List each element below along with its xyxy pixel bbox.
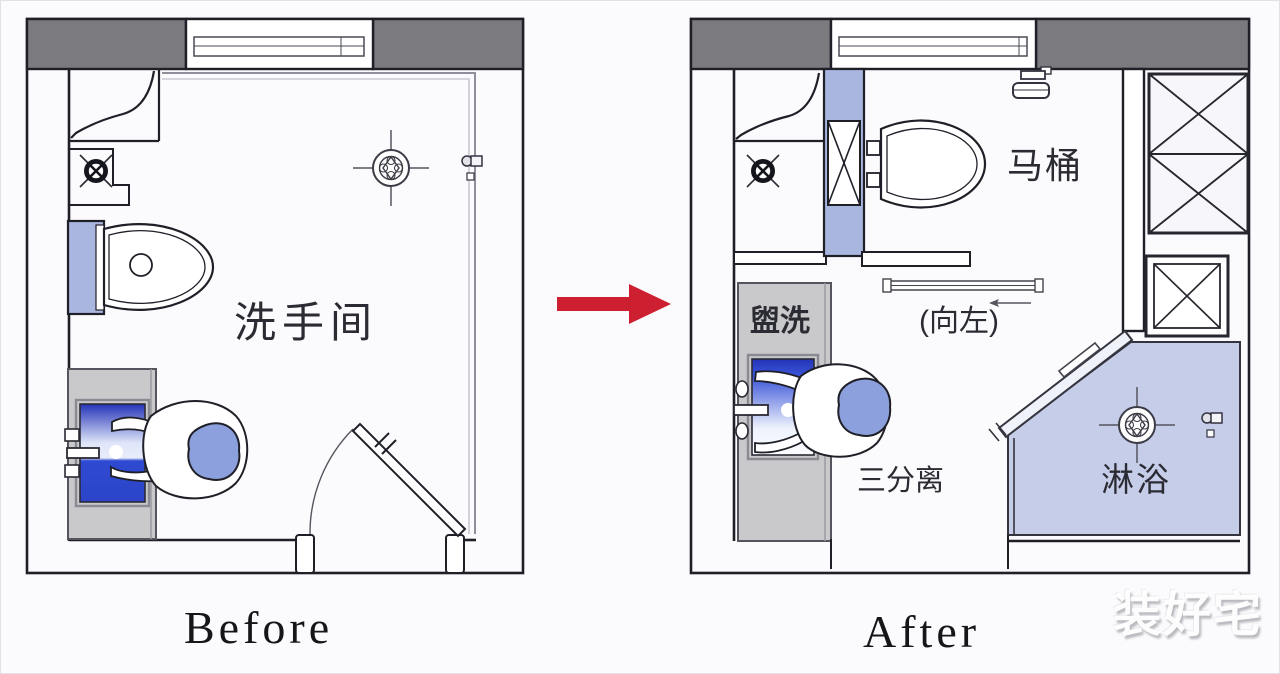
before-plan [25,17,525,575]
caption-after: After [863,606,981,657]
ceiling-light-icon [352,129,430,207]
after-toiletroom-right-wall [1121,67,1146,333]
label-shower: 淋浴 [1101,461,1171,498]
storage-shaft-icon [1147,72,1250,235]
after-corner-basin [734,72,824,143]
before-inner-wall [162,72,476,534]
valve-icon [461,155,483,181]
paper-holder-icon [1012,66,1052,99]
transform-arrow-icon [557,284,671,324]
watermark-logo: 装好宅 [1113,589,1264,642]
sliding-door-icon [882,278,1044,293]
floor-drain-icon [78,153,114,189]
floor-drain-icon [745,153,781,189]
before-top-wall-left [25,17,188,71]
label-door-direction: (向左) [919,305,999,338]
storage-shaft-icon [1144,254,1230,338]
label-toilet: 马桶 [1007,145,1084,186]
window-icon [184,17,375,71]
after-plan [689,17,1251,575]
before-drain-niche [69,148,130,206]
swing-door-icon [295,422,467,574]
left-arrow-icon [989,299,1031,307]
toilet-icon [66,219,215,316]
after-middle-wall [861,251,971,267]
label-three-separation: 三分离 [857,465,945,497]
storage-shaft-icon [827,120,861,206]
after-top-wall-left [689,17,833,71]
faucet-icon [733,380,769,440]
shower-door-icon [988,329,1134,442]
after-partition-wall [822,67,866,258]
label-wash: 盥洗 [750,305,810,338]
after-top-wall-right [1034,17,1251,71]
before-corner-basin [69,69,161,143]
person-figure [110,400,249,500]
toilet-icon [866,119,987,209]
before-inner-wall-2 [162,78,470,534]
before-top-wall-right [371,17,525,71]
after-shower-area [1007,341,1241,569]
caption-before: Before [184,602,334,653]
after-corner-room-wall [733,251,827,265]
room-label-washroom: 洗手间 [234,299,379,346]
person-figure [753,363,892,458]
window-icon [829,17,1038,71]
faucet-icon [64,428,100,478]
